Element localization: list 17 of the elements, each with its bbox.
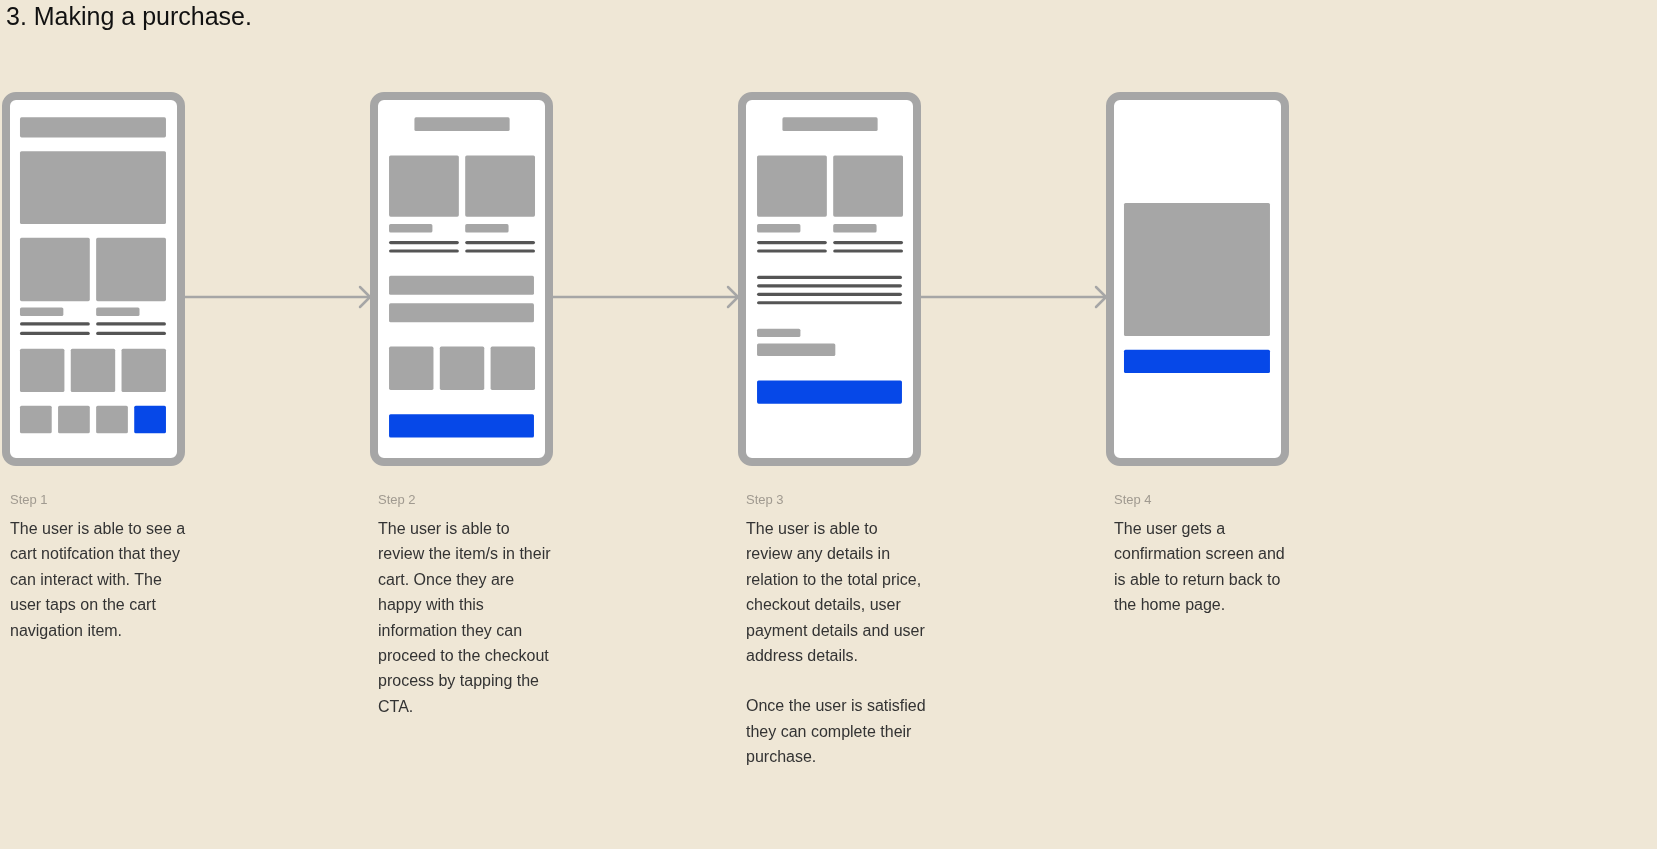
step-description: The user is able to review any details in relation to the total price, checkout details, user payment details and user address details. [746, 519, 926, 667]
step-label: Step 3 [746, 492, 785, 507]
step-description: Once the user is satisfied they can complete their purchase. [746, 696, 926, 768]
arrow [921, 285, 1108, 309]
step-description: The user is able to review the item/s in their cart. Once they are happy with this information they can proceed to the checkout process by tapping the CTA. [378, 519, 552, 717]
page-title: 3. Making a purchase. [6, 2, 252, 31]
step-label: Step 2 [378, 492, 417, 507]
phone-wireframe [1106, 92, 1289, 466]
arrow [553, 285, 740, 309]
phone-wireframe [2, 92, 185, 466]
step-description: The user is able to see a cart notifcation that they can interact with. The user taps on the cart navigation item. [10, 519, 187, 641]
phone-wireframe [370, 92, 553, 466]
phone-wireframe [738, 92, 921, 466]
arrow [185, 285, 372, 309]
step-label: Step 1 [10, 492, 49, 507]
step-label: Step 4 [1114, 492, 1153, 507]
step-description: The user gets a confirmation screen and is able to return back to the home page. [1114, 519, 1286, 616]
